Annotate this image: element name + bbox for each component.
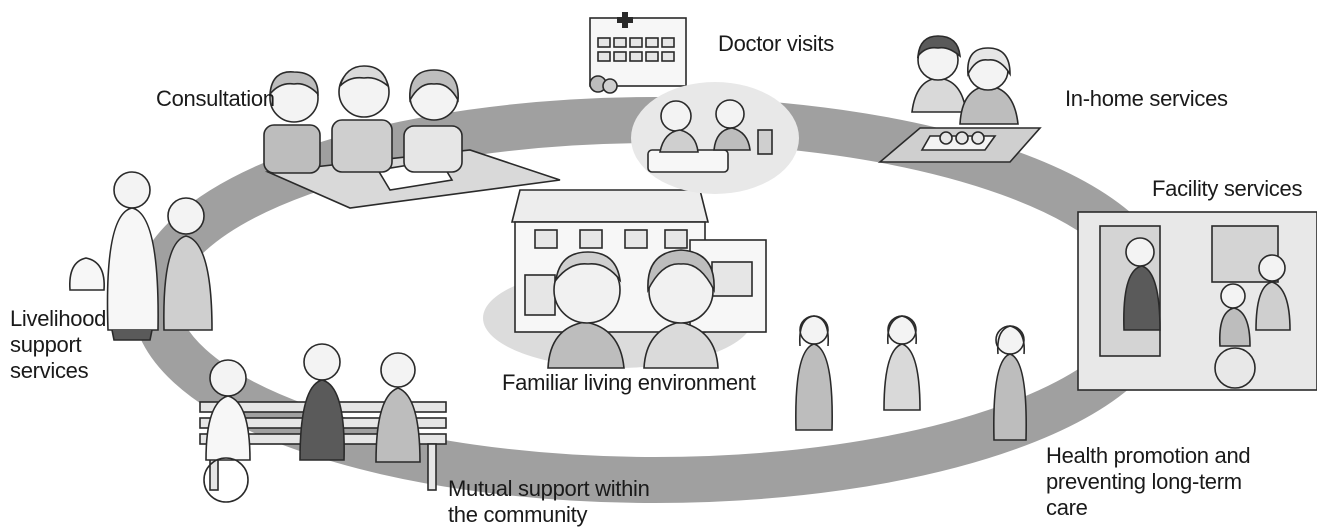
bench-people-icon xyxy=(199,343,447,503)
node-label-consultation: Consultation xyxy=(156,86,275,111)
node-label-livelihood: Livelihood support services xyxy=(10,306,106,384)
node-label-doctor-visits: Doctor visits xyxy=(718,31,834,56)
node-label-mutual-support: Mutual support within the community xyxy=(448,476,650,528)
shopping-helper-icon xyxy=(69,171,213,341)
home-center-icon xyxy=(483,189,767,369)
node-label-line: preventing long-term xyxy=(1046,469,1242,494)
center-label: Familiar living environment xyxy=(502,370,756,395)
node-label-facility-services: Facility services xyxy=(1152,176,1303,201)
exercise-people-icon xyxy=(795,315,1027,441)
node-label-line: support xyxy=(10,332,82,357)
node-label-line: services xyxy=(10,358,89,383)
node-label-line: care xyxy=(1046,495,1088,520)
doctor-visit-icon xyxy=(631,82,799,194)
node-label-health-promotion: Health promotion and preventing long-ter… xyxy=(1046,443,1251,521)
node-label-line: Livelihood xyxy=(10,306,107,331)
node-label-line: Health promotion and xyxy=(1046,443,1251,468)
hospital-icon xyxy=(589,12,687,94)
node-label-line: the community xyxy=(448,502,588,527)
node-label-line: Mutual support within xyxy=(448,476,650,501)
consultation-people-icon xyxy=(263,65,561,209)
node-label-in-home-services: In-home services xyxy=(1065,86,1228,111)
wheelchair-facility-icon xyxy=(1077,211,1317,391)
caregiver-meal-icon xyxy=(877,35,1042,163)
